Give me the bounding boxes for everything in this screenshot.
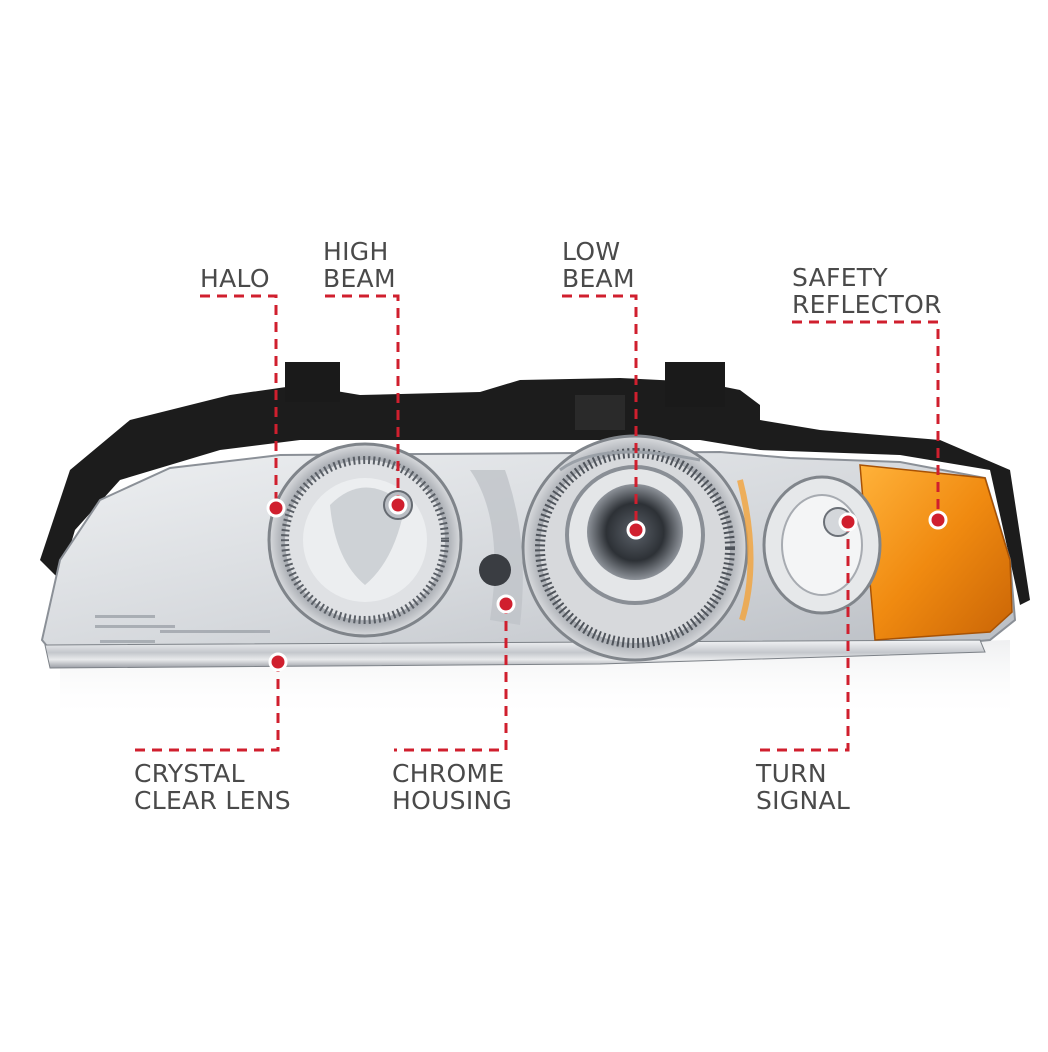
turn-signal-label: TURN SIGNAL	[756, 759, 851, 815]
safety-reflector-callout-line	[792, 320, 940, 520]
crystal-clear-lens-marker	[268, 652, 288, 672]
mount-tab-right	[665, 362, 725, 407]
rear-housing	[40, 378, 1030, 605]
safety-reflector-marker	[928, 510, 948, 530]
amber-corner-reflector	[859, 464, 1013, 641]
high-beam-label: HIGH BEAM	[323, 237, 396, 293]
safety-reflector-label: SAFETY REFLECTOR	[792, 263, 942, 319]
low-beam-label: LOW BEAM	[562, 237, 635, 293]
crystal-clear-lens-callout-line	[134, 662, 280, 752]
high-beam-marker	[388, 495, 408, 515]
low-beam-marker	[626, 520, 646, 540]
halo-callout-line	[200, 294, 278, 508]
callout-markers	[266, 495, 948, 672]
chrome-housing-label: CHROME HOUSING	[392, 759, 513, 815]
halo-label: HALO	[200, 264, 270, 293]
turn-signal-callout-line	[756, 522, 850, 752]
chrome-housing-callout-line	[394, 604, 508, 752]
chrome-housing-marker	[496, 594, 516, 614]
crystal-clear-lens-label: CRYSTAL CLEAR LENS	[134, 759, 291, 815]
high-beam-callout-line	[325, 294, 400, 505]
turn-signal-marker	[838, 512, 858, 532]
low-beam-callout-line	[562, 294, 638, 530]
mount-tab-left	[285, 362, 340, 402]
halo-marker	[266, 498, 286, 518]
